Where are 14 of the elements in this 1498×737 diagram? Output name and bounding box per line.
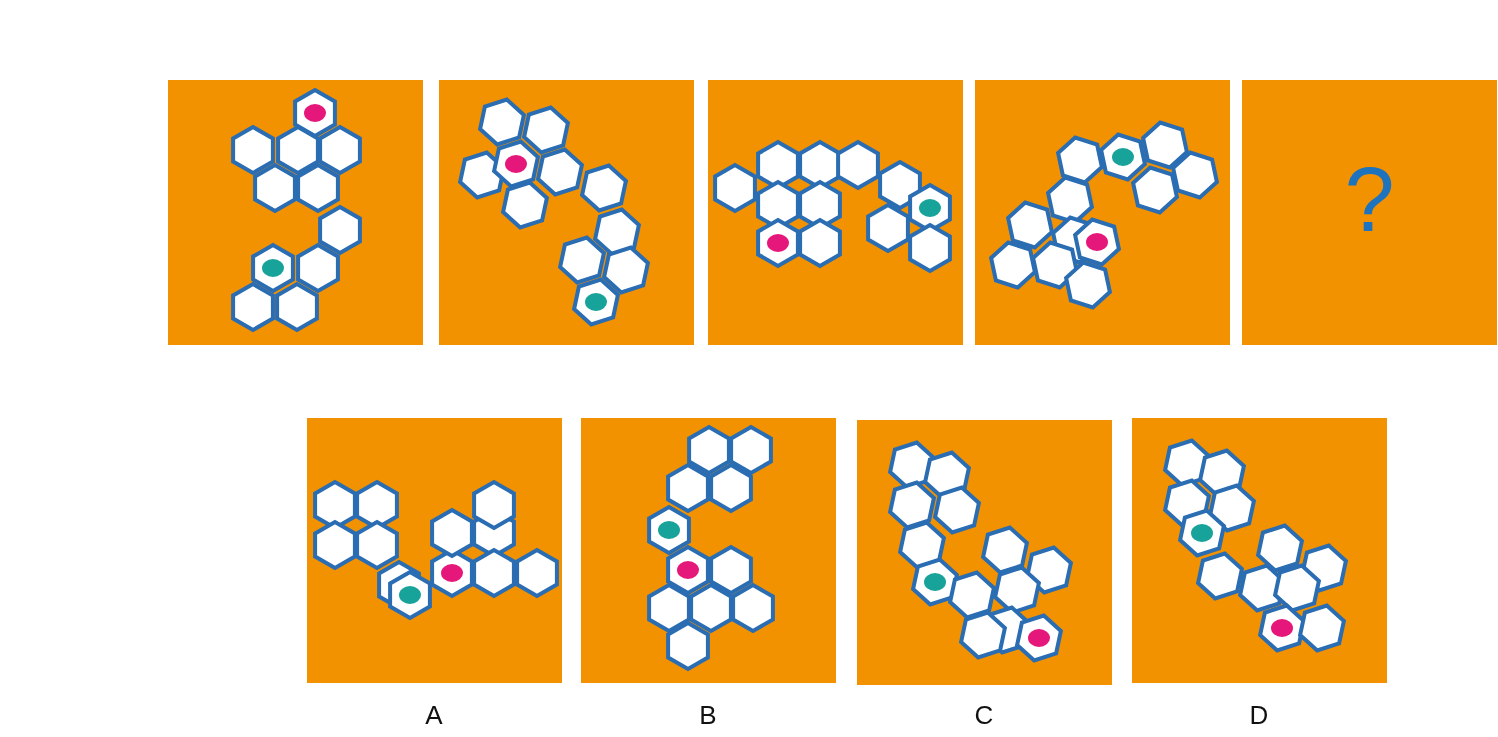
puzzle-panel — [439, 80, 694, 345]
puzzle-panel — [708, 80, 963, 345]
puzzle-panel — [975, 80, 1230, 345]
option-label: C — [973, 700, 995, 731]
puzzle-panel — [307, 418, 562, 683]
puzzle-panel — [1242, 80, 1497, 345]
option-label: A — [424, 700, 444, 731]
option-label: D — [1248, 700, 1270, 731]
puzzle-panel — [1132, 418, 1387, 683]
puzzle-panel — [168, 80, 423, 345]
option-label: B — [698, 700, 718, 731]
puzzle-panel — [581, 418, 836, 683]
question-mark: ? — [1343, 150, 1396, 250]
puzzle-panel — [857, 420, 1112, 685]
